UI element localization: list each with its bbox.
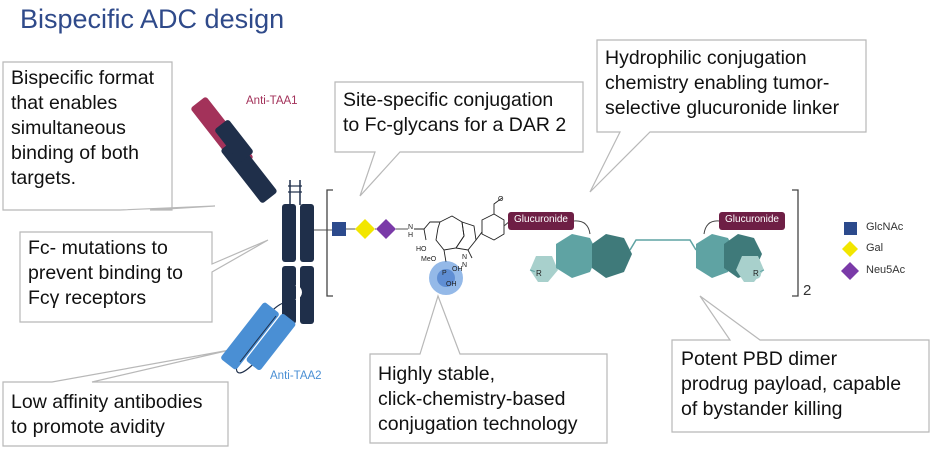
glucuronide-label-left: Glucuronide [514, 214, 568, 225]
pbd-tether [629, 239, 697, 251]
callout-affinity-text: Low affinity antibodies to promote avidi… [11, 390, 203, 440]
callout-site-text: Site-specific conjugation to Fc-glycans … [343, 88, 566, 138]
knob-into-hole [295, 284, 302, 301]
glucuronide-pill-right [719, 212, 785, 230]
callout-pbd-text: Potent PBD dimer prodrug payload, capabl… [681, 347, 901, 422]
anti-taa2-cross [239, 315, 277, 363]
r-label-right: R [753, 269, 759, 278]
callout-line: Site-specific conjugation [343, 89, 554, 111]
pbd-ring-left-outer [530, 256, 558, 282]
callout-line: Fcγ receptors [28, 287, 147, 309]
anti-taa1-label: Anti-TAA1 [246, 95, 298, 107]
phosphate-highlight-core [437, 269, 455, 287]
gal-diamond [355, 219, 375, 239]
legend-gal-diamond [842, 241, 858, 257]
antibody [191, 97, 332, 374]
chem-oh2: OH [446, 281, 457, 288]
fc-ch3-right [300, 266, 314, 324]
callout-line: of bystander killing [681, 398, 843, 420]
callout-line: to promote avidity [11, 416, 165, 438]
callout-box-stable [369, 294, 608, 444]
legend-label-gal: Gal [866, 242, 884, 254]
fc-ch3-left [282, 266, 296, 324]
callout-line: chemistry enabling tumor- [605, 72, 830, 94]
glcnac-square [332, 222, 346, 236]
callout-box-bispecific [2, 61, 216, 211]
anti-taa2-light-chain [246, 314, 296, 370]
legend-label-glcnac: GlcNAc [866, 221, 904, 233]
neu5ac-diamond [376, 219, 396, 239]
callout-line: Highly stable, [378, 363, 496, 385]
legend-neu5ac-diamond [841, 262, 859, 280]
callout-hydrophilic-text: Hydrophilic conjugation chemistry enabli… [605, 46, 839, 121]
callout-line: Bispecific format [11, 67, 155, 89]
legend-glcnac-square [844, 222, 857, 235]
callout-line: Fc- mutations to [28, 237, 168, 259]
fc-ch2-left [282, 204, 296, 262]
callout-line: Low affinity antibodies [11, 391, 203, 413]
chem-n2: N [462, 262, 468, 269]
chem-meo: MeO [421, 256, 437, 263]
callout-line: prodrug payload, capable [681, 373, 902, 395]
chem-n: N [408, 224, 414, 231]
click-chemistry-structure [414, 197, 505, 263]
callout-line: to Fc-glycans for a DAR 2 [343, 114, 567, 136]
chem-h: H [408, 232, 414, 239]
callout-box-fc [19, 231, 269, 323]
callout-line: prevent binding to [28, 262, 184, 284]
r-group-left [534, 269, 544, 279]
r-label-left: R [536, 269, 542, 278]
callout-stable-text: Highly stable, click-chemistry-based con… [378, 362, 578, 437]
callout-line: Hydrophilic conjugation [605, 47, 807, 69]
callout-line: click-chemistry-based [378, 388, 566, 410]
callout-box-hydrophilic [589, 39, 867, 193]
callout-line: simultaneous [11, 117, 126, 139]
fc-ch2-right [300, 204, 314, 262]
r-group-right [751, 269, 761, 279]
chem-n1: N [462, 254, 468, 261]
legend-label-neu5ac: Neu5Ac [866, 264, 906, 276]
callout-fc-text: Fc- mutations to prevent binding to Fcγ … [28, 236, 183, 311]
chem-p: P [442, 270, 447, 277]
callout-bispecific-text: Bispecific format that enables simultane… [11, 66, 154, 191]
pbd-dimer [529, 234, 765, 282]
glucuronide-label-right: Glucuronide [725, 214, 779, 225]
callout-line: binding of both [11, 142, 139, 164]
chem-ho: HO [416, 246, 427, 253]
linker-line [573, 220, 591, 235]
callout-line: that enables [11, 92, 118, 114]
callout-line: Potent PBD dimer [681, 348, 838, 370]
glucuronide-pill-left [508, 212, 574, 230]
callout-box-pbd [671, 295, 930, 433]
pbd-ring-left-mid [556, 234, 598, 278]
anti-taa1-heavy-chain-upper [215, 120, 253, 162]
linker-line [703, 220, 720, 235]
chem-o: O [498, 196, 504, 203]
callout-line: conjugation technology [378, 413, 578, 435]
pbd-ring-left-inner [592, 234, 632, 278]
chem-oh1: OH [452, 266, 463, 273]
callout-line: targets. [11, 167, 77, 189]
callout-box-affinity [2, 349, 231, 447]
page-title: Bispecific ADC design [20, 4, 285, 34]
anti-taa2-heavy-chain [221, 302, 279, 370]
anti-taa2-label: Anti-TAA2 [270, 370, 322, 382]
conjugate-bracket-right [792, 189, 799, 297]
callout-line: selective glucuronide linker [605, 97, 840, 119]
callout-box-site [334, 81, 584, 197]
conjugate-bracket-left [326, 189, 333, 297]
dar-subscript: 2 [803, 282, 812, 299]
